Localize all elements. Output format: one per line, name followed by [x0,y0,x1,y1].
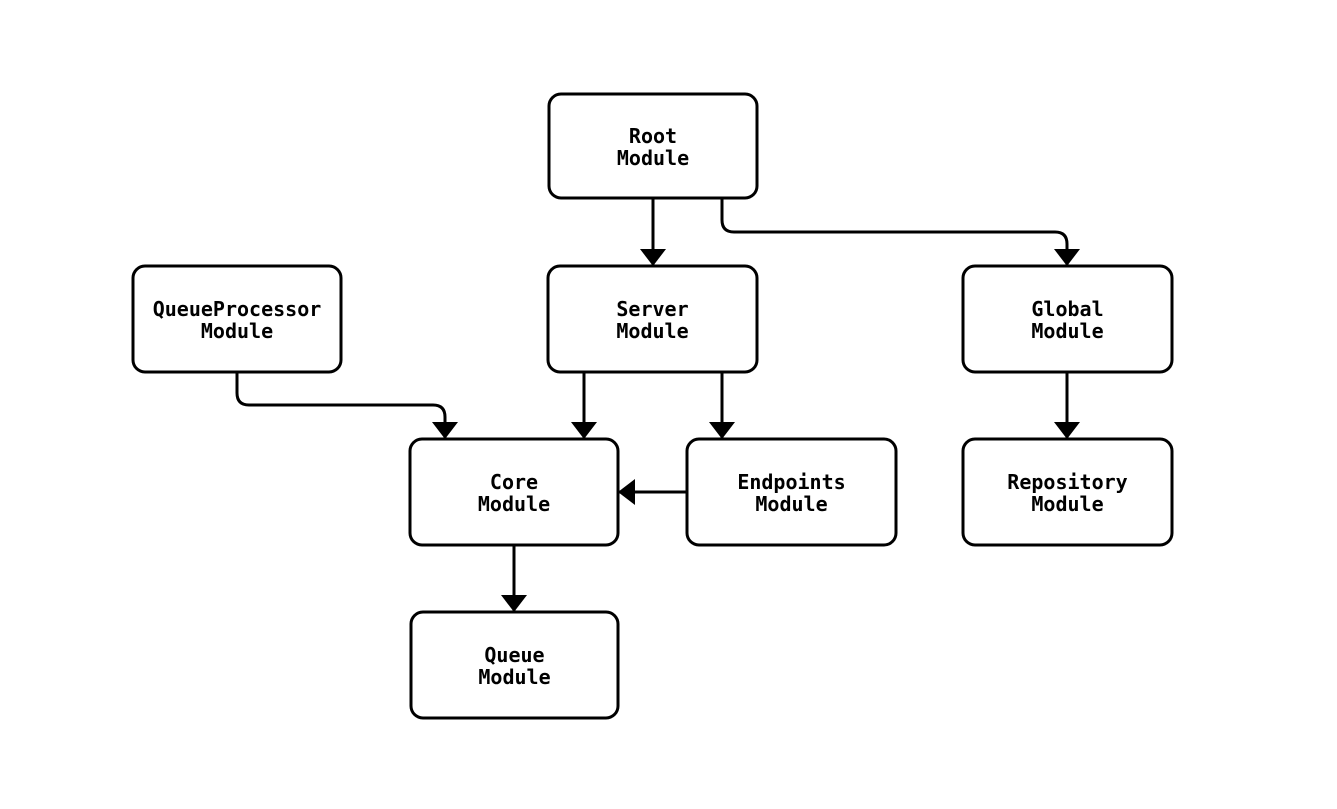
edge-root-to-global [720,198,1080,266]
node-box [961,437,1174,547]
node-box [131,264,343,374]
node-box [546,264,759,374]
node-box [685,437,898,547]
node-box [547,92,759,200]
node-box [408,437,620,547]
edges-layer [235,198,1080,612]
node-box [409,610,620,720]
node-box [961,264,1174,374]
edge-queueprocessor-to-core [235,372,458,439]
